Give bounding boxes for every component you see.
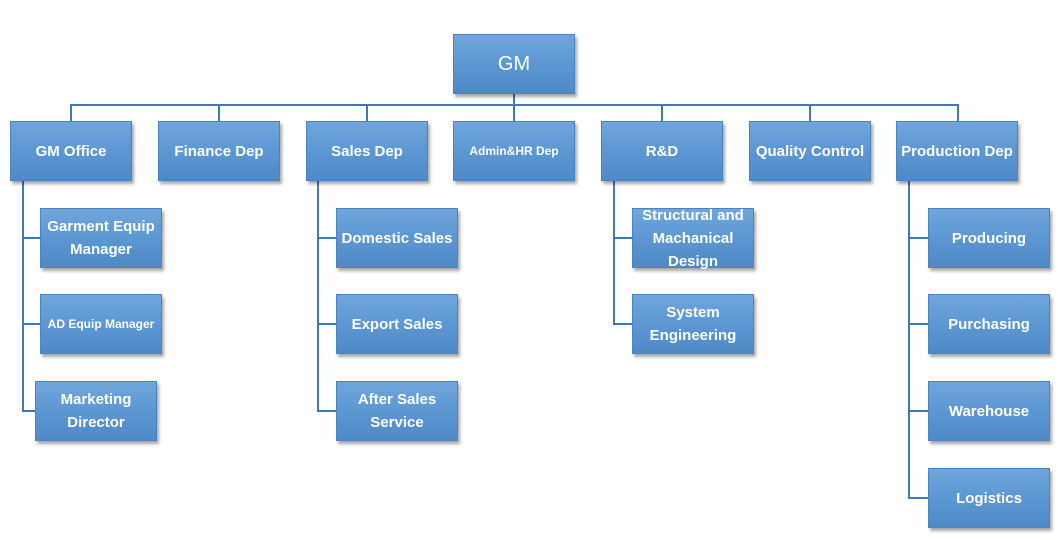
connector-gm-office-child-2: [22, 323, 40, 325]
connector-production-child-3: [908, 410, 928, 412]
connector-gm-down: [513, 94, 515, 105]
node-gm: GM: [453, 34, 575, 94]
node-ad-equip-manager: AD Equip Manager: [40, 294, 162, 354]
node-producing: Producing: [928, 208, 1050, 268]
connector-sales-child-1: [317, 237, 336, 239]
node-marketing-director: Marketing Director: [35, 381, 157, 441]
connector-gm-office: [70, 104, 72, 122]
connector-quality: [809, 104, 811, 122]
node-garment-equip-manager: Garment Equip Manager: [40, 208, 162, 268]
node-logistics: Logistics: [928, 468, 1050, 528]
connector-finance: [218, 104, 220, 122]
node-structural-machanical-design: Structural and Machanical Design: [632, 207, 754, 270]
connector-production-vertical: [908, 181, 910, 498]
connector-rnd: [661, 104, 663, 122]
connector-production-child-2: [908, 323, 928, 325]
connector-production-child-1: [908, 237, 928, 239]
connector-rnd-vertical: [613, 181, 615, 324]
connector-sales-vertical: [317, 181, 319, 411]
node-finance-dep: Finance Dep: [158, 121, 280, 181]
node-after-sales-service: After Sales Service: [336, 381, 458, 441]
connector-production-child-4: [908, 497, 928, 499]
connector-sales-child-2: [317, 323, 336, 325]
connector-gm-office-child-1: [22, 237, 40, 239]
connector-gm-office-child-3: [22, 410, 35, 412]
node-system-engineering: System Engineering: [632, 294, 754, 354]
node-sales-dep: Sales Dep: [306, 121, 428, 181]
node-domestic-sales: Domestic Sales: [336, 208, 458, 268]
connector-admin-hr: [513, 104, 515, 122]
connector-rnd-child-1: [613, 237, 632, 239]
connector-sales-child-3: [317, 410, 336, 412]
connector-rnd-child-2: [613, 323, 632, 325]
connector-production: [957, 104, 959, 122]
node-admin-hr-dep: Admin&HR Dep: [453, 121, 575, 181]
connector-sales: [366, 104, 368, 122]
connector-gm-office-vertical: [22, 181, 24, 411]
node-warehouse: Warehouse: [928, 381, 1050, 441]
node-gm-office: GM Office: [10, 121, 132, 181]
node-quality-control: Quality Control: [749, 121, 871, 181]
node-rnd: R&D: [601, 121, 723, 181]
node-production-dep: Production Dep: [896, 121, 1018, 181]
node-purchasing: Purchasing: [928, 294, 1050, 354]
node-export-sales: Export Sales: [336, 294, 458, 354]
